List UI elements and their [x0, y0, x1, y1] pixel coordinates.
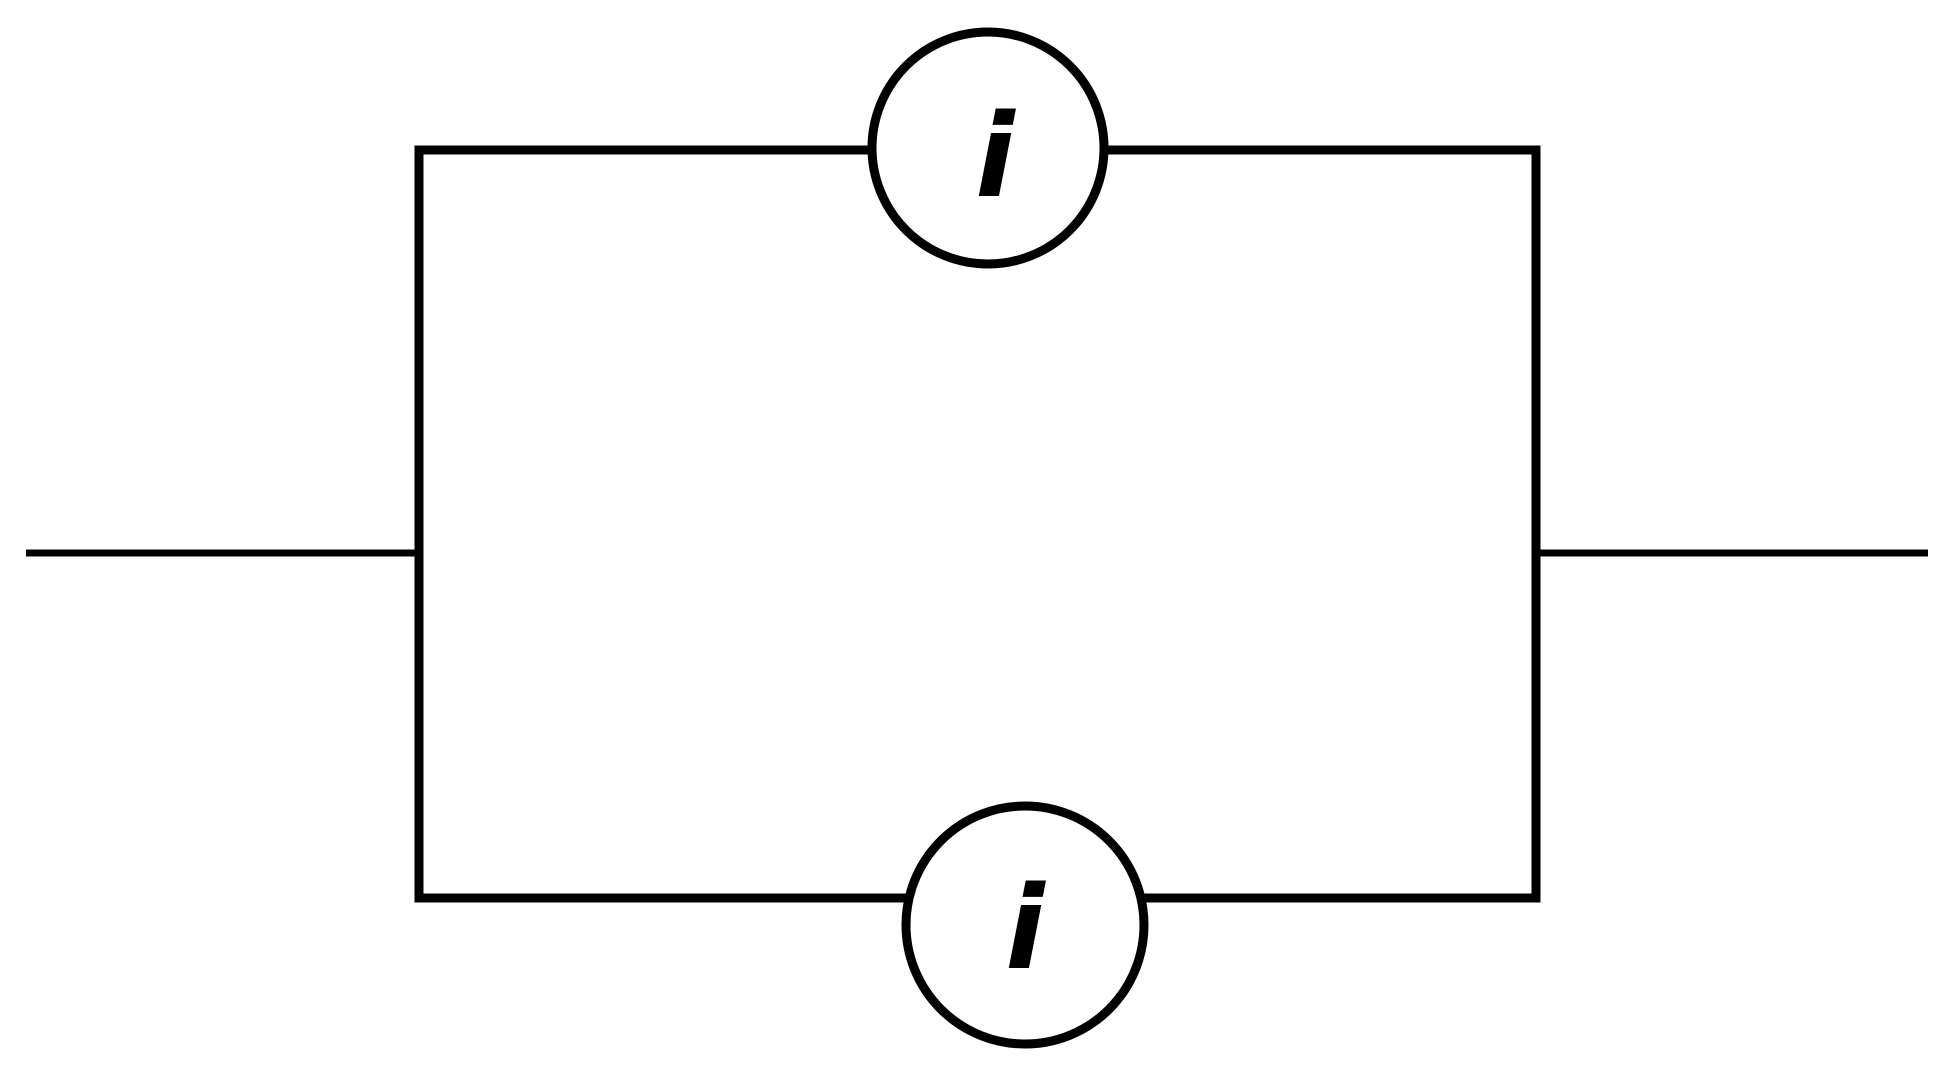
- ammeter-bottom-circle: [901, 801, 1149, 1049]
- ammeter-bottom-label: i: [1005, 862, 1046, 996]
- ammeter-top-label: i: [975, 90, 1016, 224]
- ammeter-top-circle: [867, 27, 1109, 269]
